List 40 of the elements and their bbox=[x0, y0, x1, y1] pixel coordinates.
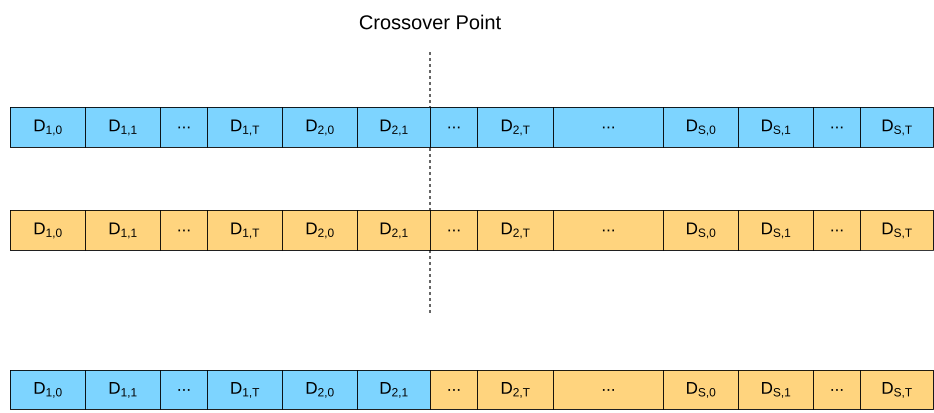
data-cell: ... bbox=[160, 210, 208, 251]
data-cell: ... bbox=[553, 370, 664, 410]
data-cell: D$_{1,1}$ bbox=[85, 107, 161, 148]
data-cell: ... bbox=[160, 107, 208, 148]
data-cell: D$_{S,1}$ bbox=[738, 210, 814, 251]
data-cell: D$_{S,1}$ bbox=[738, 370, 814, 410]
data-cell: D$_{1,T}$ bbox=[207, 107, 283, 148]
data-cell: D$_{2,0}$ bbox=[282, 370, 358, 410]
data-cell: D$_{S,T}$ bbox=[860, 370, 934, 410]
data-cell: D$_{2,T}$ bbox=[477, 370, 554, 410]
data-cell: D$_{2,T}$ bbox=[477, 107, 554, 148]
data-cell: D$_{1,0}$ bbox=[10, 107, 86, 148]
data-cell: D$_{2,0}$ bbox=[282, 107, 358, 148]
data-cell: ... bbox=[813, 370, 861, 410]
data-cell: D$_{S,1}$ bbox=[738, 107, 814, 148]
data-cell: D$_{S,0}$ bbox=[663, 370, 739, 410]
data-cell: D$_{2,0}$ bbox=[282, 210, 358, 251]
data-cell: D$_{2,1}$ bbox=[357, 107, 431, 148]
data-cell: ... bbox=[430, 107, 478, 148]
data-cell: ... bbox=[553, 210, 664, 251]
data-cell: D$_{1,T}$ bbox=[207, 210, 283, 251]
data-cell: D$_{2,1}$ bbox=[357, 210, 431, 251]
data-cell: ... bbox=[430, 210, 478, 251]
data-cell: D$_{1,0}$ bbox=[10, 370, 86, 410]
title: Crossover Point bbox=[360, 14, 501, 30]
data-cell: ... bbox=[553, 107, 664, 148]
data-cell: D$_{1,1}$ bbox=[85, 210, 161, 251]
data-cell: D$_{S,0}$ bbox=[663, 107, 739, 148]
data-cell: D$_{S,T}$ bbox=[860, 210, 934, 251]
data-cell: D$_{1,1}$ bbox=[85, 370, 161, 410]
data-cell: ... bbox=[160, 370, 208, 410]
data-cell: D$_{2,T}$ bbox=[477, 210, 554, 251]
data-cell: D$_{S,0}$ bbox=[663, 210, 739, 251]
data-cell: ... bbox=[813, 107, 861, 148]
data-cell: ... bbox=[813, 210, 861, 251]
data-cell: D$_{1,T}$ bbox=[207, 370, 283, 410]
data-cell: D$_{S,T}$ bbox=[860, 107, 934, 148]
data-cell: D$_{1,0}$ bbox=[10, 210, 86, 251]
data-cell: D$_{2,1}$ bbox=[357, 370, 431, 410]
data-cell: ... bbox=[430, 370, 478, 410]
